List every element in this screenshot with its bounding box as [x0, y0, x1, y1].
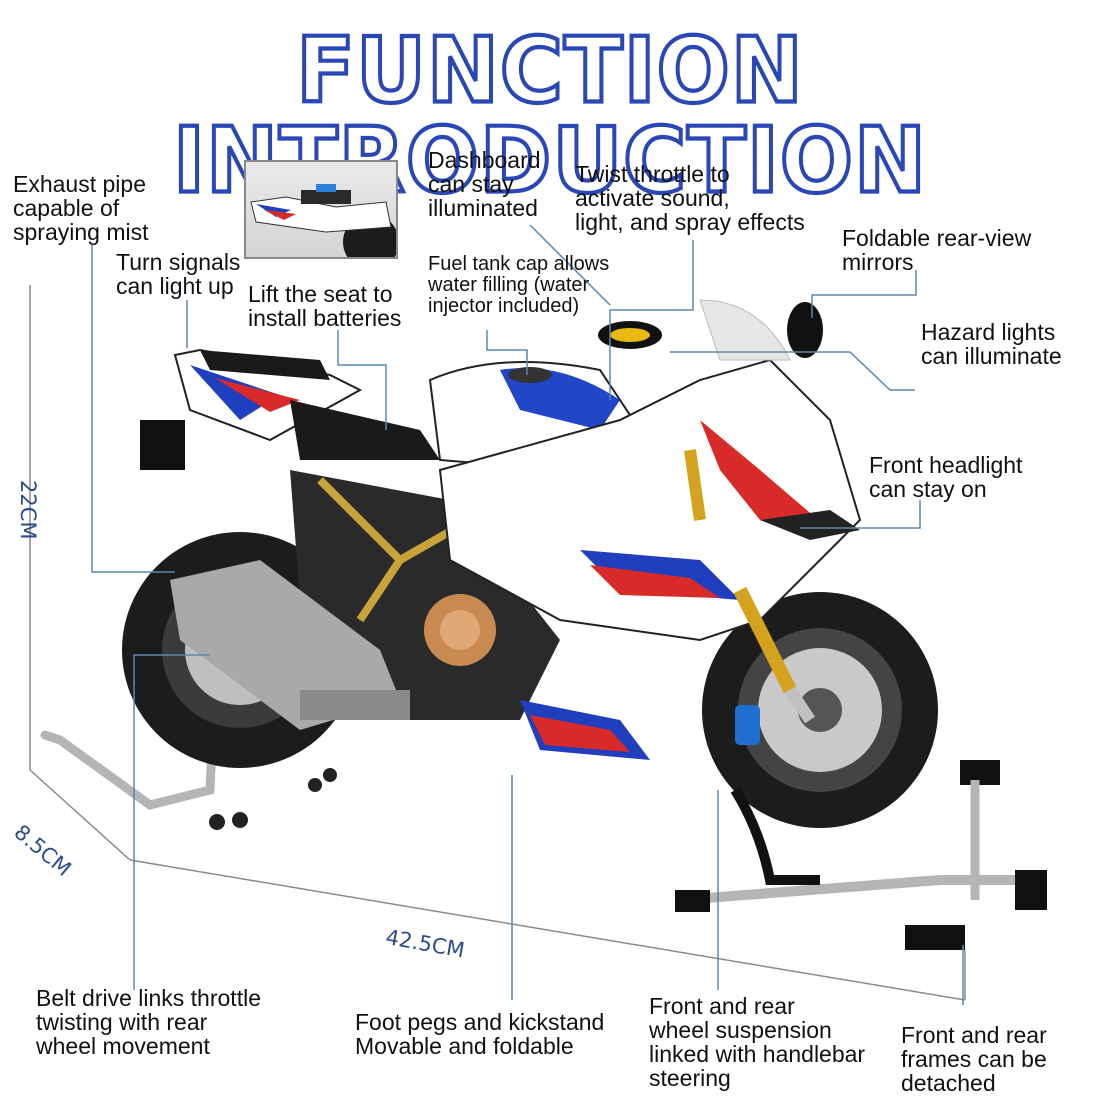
label-mirrors: Foldable rear-view mirrors [842, 225, 1032, 275]
label-lift-seat: Lift the seat to install batteries [248, 281, 402, 331]
exhaust-pipe [170, 560, 410, 730]
label-exhaust: Exhaust pipe capable of spraying mist [13, 171, 149, 245]
thumbnail-illustration [250, 184, 396, 257]
label-foot-pegs: Foot pegs and kickstand Movable and fold… [355, 1009, 605, 1059]
seat-open-thumbnail [244, 160, 398, 259]
label-hazard: Hazard lights can illuminate [921, 319, 1062, 369]
label-frames: Front and rear frames can be detached [901, 1022, 1047, 1096]
label-dashboard: Dashboard can stay illuminated [428, 147, 541, 221]
dimension-height: 22CM [16, 480, 40, 540]
label-suspension: Front and rear wheel suspension linked w… [649, 993, 866, 1091]
label-belt: Belt drive links throttle twisting with … [36, 985, 261, 1059]
label-fuel-cap: Fuel tank cap allows water filling (wate… [428, 253, 610, 317]
label-throttle: Twist throttle to activate sound, light,… [575, 161, 805, 235]
label-headlight: Front headlight can stay on [869, 452, 1023, 502]
dimension-guides [29, 285, 966, 1001]
front-wheel-stand [675, 760, 1047, 950]
front-fairing [438, 299, 862, 760]
mirrors [598, 302, 823, 358]
front-forks [684, 449, 815, 724]
label-turn-signals: Turn signals can light up [116, 249, 241, 299]
leader-lines [91, 224, 964, 1005]
seat-tail [140, 348, 440, 470]
